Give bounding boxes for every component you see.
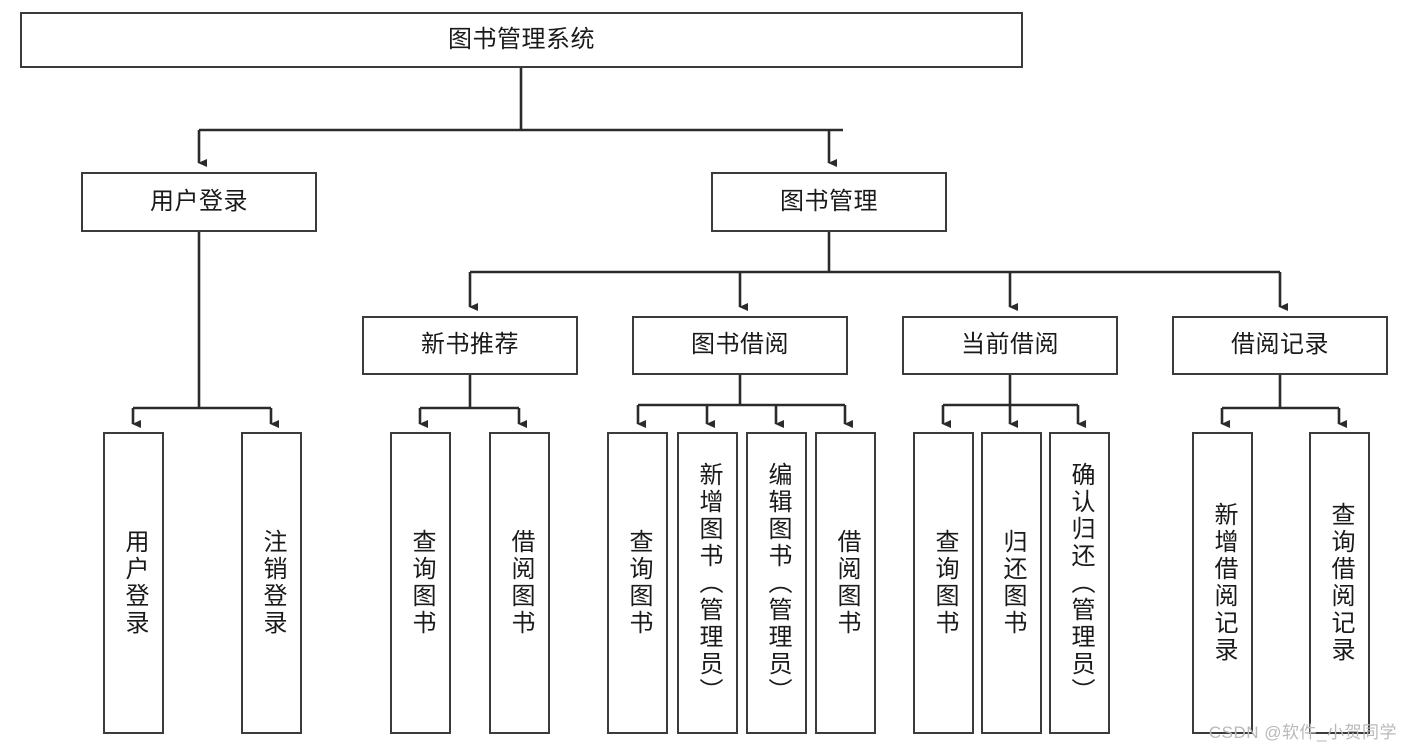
node-label: 新书推荐 xyxy=(421,331,519,359)
leaf-query-book-borrow[interactable]: 查询图书 xyxy=(607,432,668,734)
node-label: 借阅图书 xyxy=(506,529,534,637)
leaf-logout[interactable]: 注销登录 xyxy=(241,432,302,734)
leaf-user-login[interactable]: 用户登录 xyxy=(103,432,164,734)
node-book-borrow[interactable]: 图书借阅 xyxy=(632,316,848,375)
node-label: 用户登录 xyxy=(120,529,148,637)
leaf-query-book-current[interactable]: 查询图书 xyxy=(913,432,974,734)
node-label: 用户登录 xyxy=(150,187,248,215)
node-label: 归还图书 xyxy=(998,529,1026,637)
leaf-add-book-admin[interactable]: 新增图书（管理员） xyxy=(677,432,738,734)
node-label: 图书管理系统 xyxy=(448,25,595,53)
node-label: 查询图书 xyxy=(930,529,958,637)
node-label: 新增借阅记录 xyxy=(1209,502,1237,664)
node-label: 新增图书（管理员） xyxy=(694,461,722,705)
node-label: 图书借阅 xyxy=(691,331,789,359)
node-label: 当前借阅 xyxy=(961,331,1059,359)
node-label: 借阅记录 xyxy=(1231,331,1329,359)
leaf-query-borrow-record[interactable]: 查询借阅记录 xyxy=(1309,432,1370,734)
node-label: 编辑图书（管理员） xyxy=(763,461,791,705)
leaf-edit-book-admin[interactable]: 编辑图书（管理员） xyxy=(746,432,807,734)
node-label: 图书管理 xyxy=(780,187,878,215)
leaf-borrow-book-recommend[interactable]: 借阅图书 xyxy=(489,432,550,734)
node-label: 查询图书 xyxy=(407,529,435,637)
leaf-query-book-recommend[interactable]: 查询图书 xyxy=(390,432,451,734)
node-label: 注销登录 xyxy=(258,529,286,637)
node-label: 借阅图书 xyxy=(832,529,860,637)
node-current-borrow[interactable]: 当前借阅 xyxy=(902,316,1118,375)
node-label: 确认归还（管理员） xyxy=(1066,461,1094,705)
leaf-add-borrow-record[interactable]: 新增借阅记录 xyxy=(1192,432,1253,734)
leaf-return-book[interactable]: 归还图书 xyxy=(981,432,1042,734)
node-book-management[interactable]: 图书管理 xyxy=(711,172,947,232)
leaf-borrow-book[interactable]: 借阅图书 xyxy=(815,432,876,734)
node-borrow-record[interactable]: 借阅记录 xyxy=(1172,316,1388,375)
node-label: 查询图书 xyxy=(624,529,652,637)
node-root-book-management-system[interactable]: 图书管理系统 xyxy=(20,12,1023,68)
node-user-login[interactable]: 用户登录 xyxy=(81,172,317,232)
node-label: 查询借阅记录 xyxy=(1326,502,1354,664)
leaf-confirm-return-admin[interactable]: 确认归还（管理员） xyxy=(1049,432,1110,734)
node-new-book-recommend[interactable]: 新书推荐 xyxy=(362,316,578,375)
